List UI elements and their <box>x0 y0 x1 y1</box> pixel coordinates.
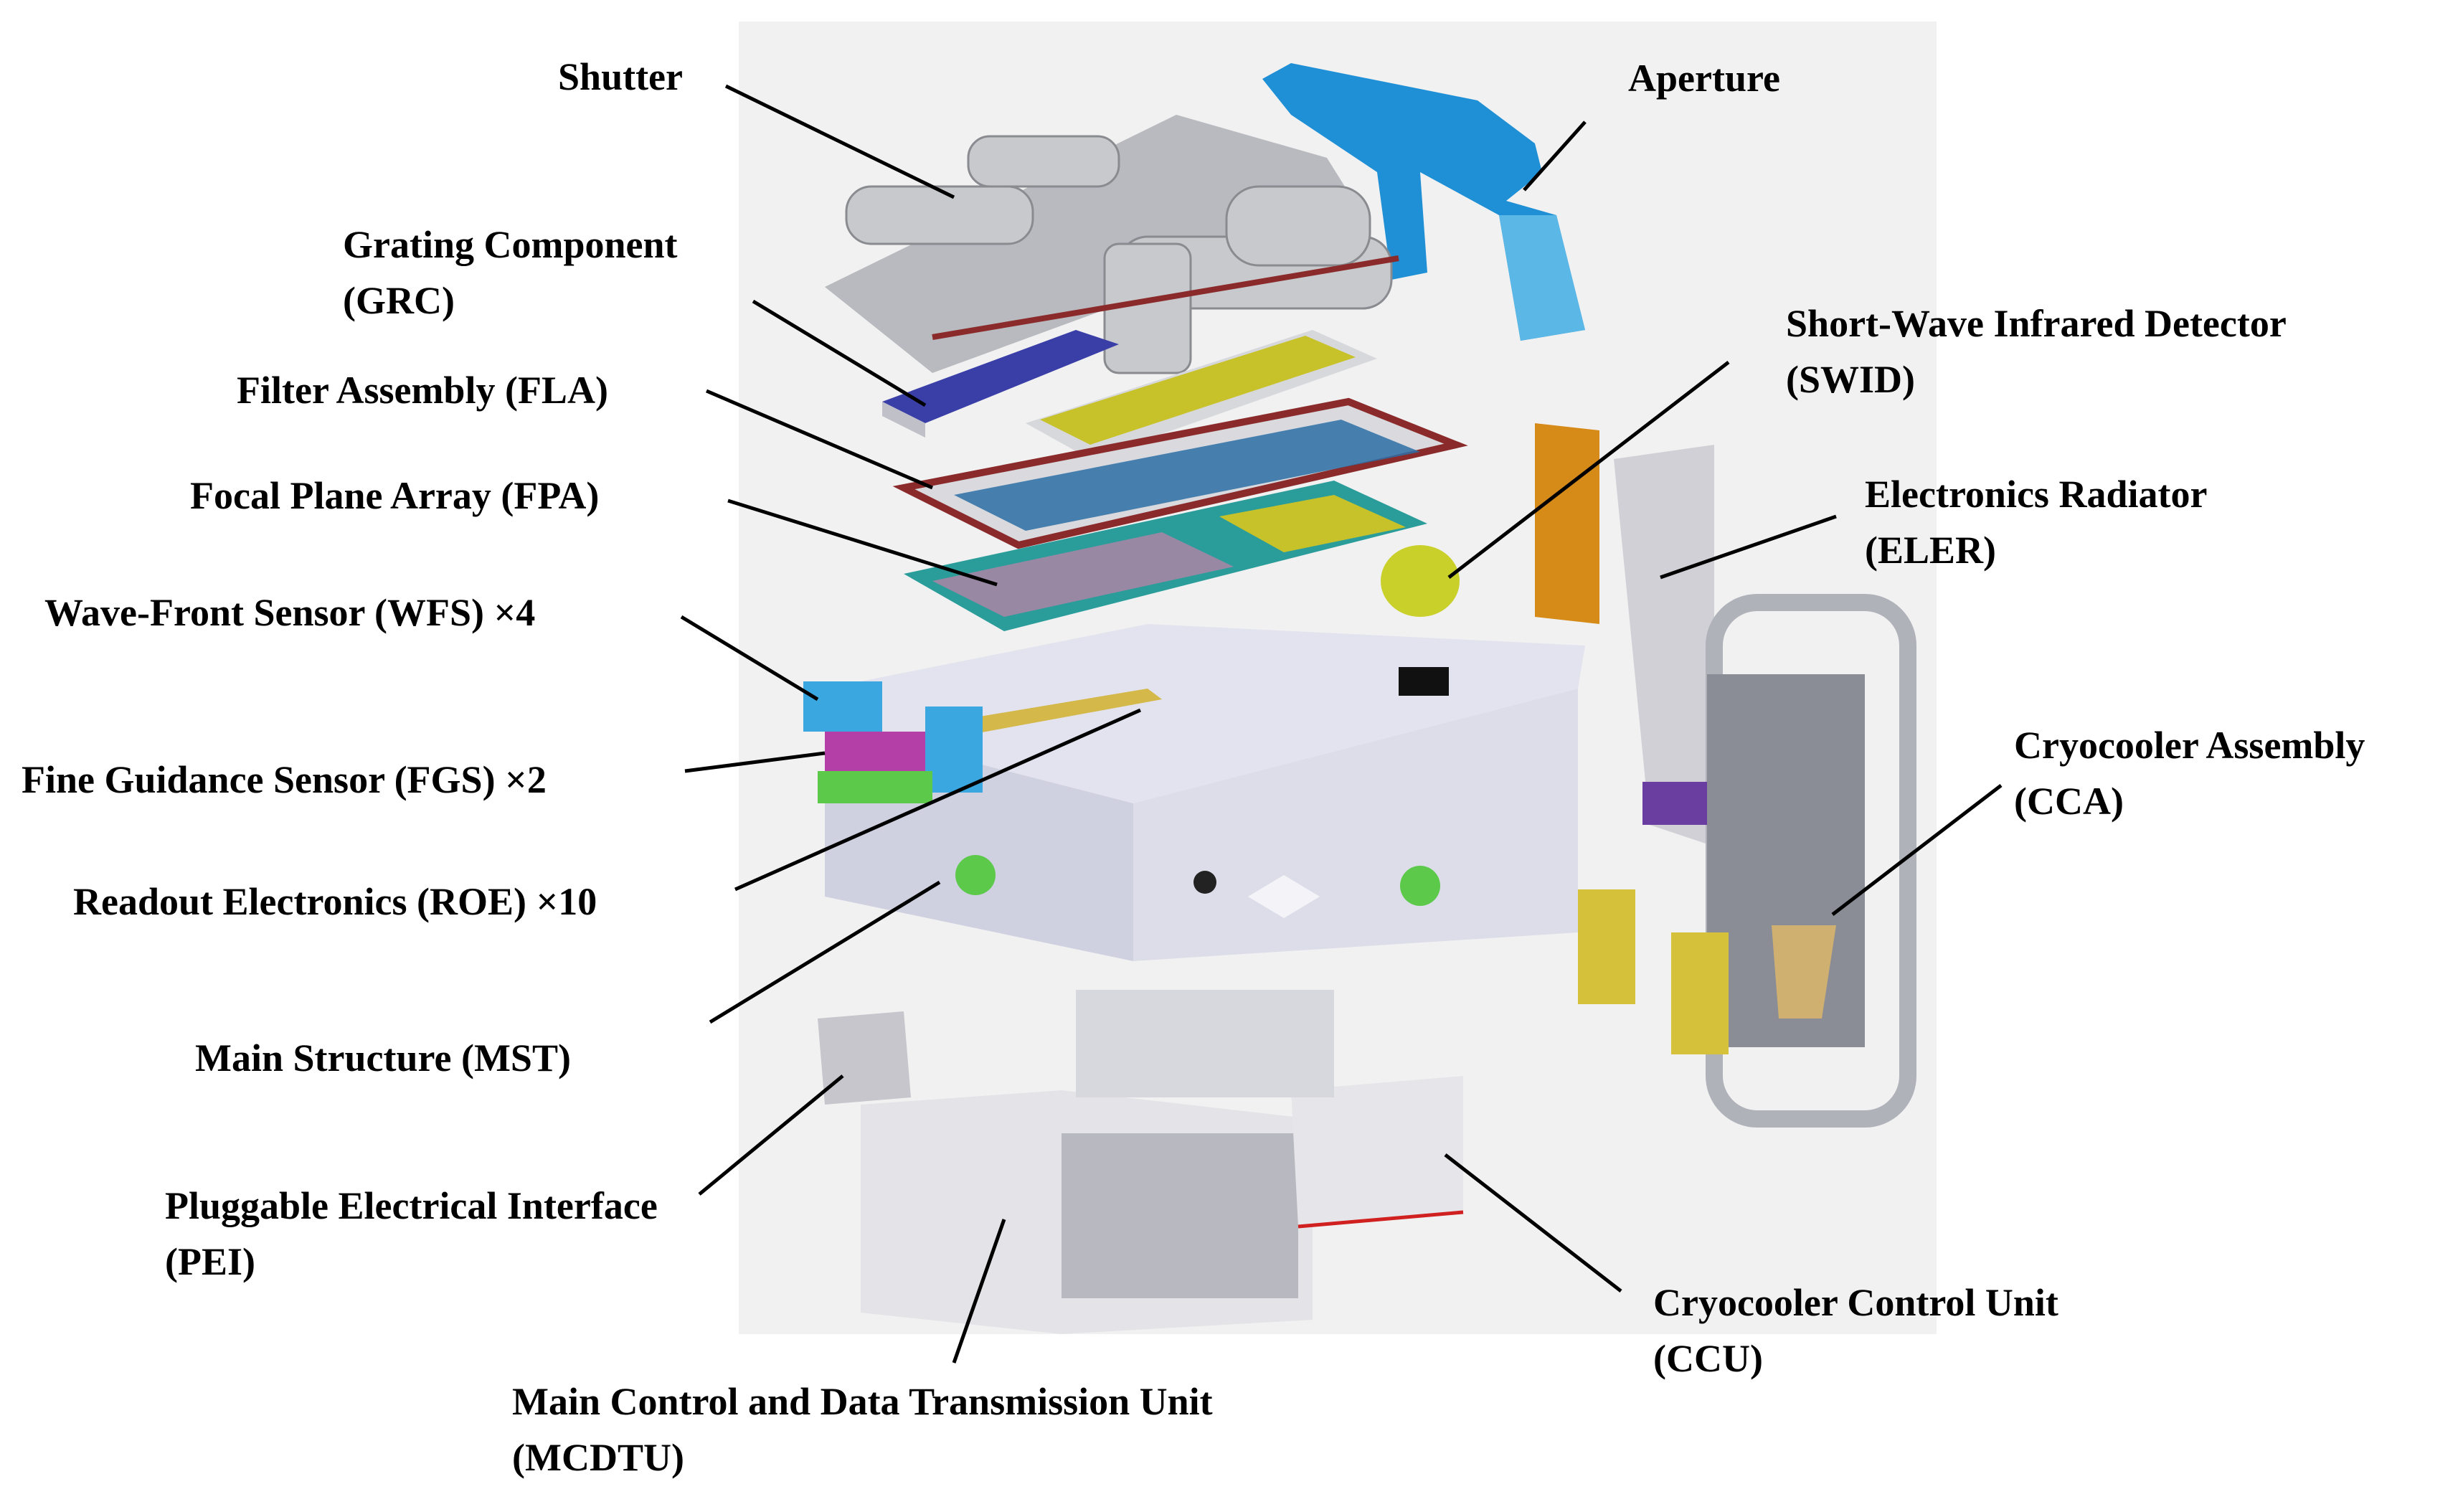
mst-hole <box>1193 871 1216 894</box>
leader-ccu <box>1444 1153 1622 1293</box>
label-fpa: Focal Plane Array (FPA) <box>190 468 599 524</box>
label-mcdtu-line1: Main Control and Data Transmission Unit <box>512 1380 1213 1423</box>
grating-side <box>882 402 925 438</box>
leader-aperture <box>1523 121 1587 192</box>
label-ccu-line2: (CCU) <box>1653 1337 1763 1380</box>
cca-gold <box>1772 925 1836 1019</box>
label-grating-line2: (GRC) <box>343 279 455 322</box>
leader-pei <box>698 1074 844 1196</box>
aperture-face <box>1499 215 1585 341</box>
leader-eler <box>1660 514 1837 580</box>
leader-grating <box>752 299 927 407</box>
leader-wfs <box>680 615 819 701</box>
label-grating-line1: Grating Component <box>343 223 678 266</box>
label-fgs-text: Fine Guidance Sensor (FGS) ×2 <box>22 758 547 801</box>
label-pei-line1: Pluggable Electrical Interface <box>165 1184 658 1227</box>
label-mst-text: Main Structure (MST) <box>195 1036 571 1079</box>
fgs-green <box>818 771 932 803</box>
ccu-part <box>1291 1076 1463 1227</box>
leader-filter <box>706 389 933 490</box>
shutter-rail <box>932 255 1399 340</box>
label-filter: Filter Assembly (FLA) <box>237 362 608 418</box>
label-aperture-text: Aperture <box>1628 57 1780 100</box>
shutter-mechanism <box>845 135 1393 374</box>
fpa-cells <box>932 532 1234 617</box>
filter-cells <box>1040 336 1356 445</box>
mst-green-ring-1 <box>955 855 996 895</box>
ccu-red-edge <box>1297 1210 1464 1229</box>
cable-bundle <box>1076 990 1334 1097</box>
label-swid-line2: (SWID) <box>1786 358 1916 401</box>
fpa-yellow <box>1219 495 1406 552</box>
leader-mst <box>709 880 941 1024</box>
label-swid: Short-Wave Infrared Detector (SWID) <box>1786 296 2287 407</box>
leader-mcdtu <box>952 1219 1006 1364</box>
label-wfs: Wave-Front Sensor (WFS) ×4 <box>44 585 535 641</box>
filter-grid <box>954 420 1420 531</box>
shutter-plate <box>825 115 1363 373</box>
label-eler-line2: (ELER) <box>1865 529 1997 572</box>
pei-part <box>818 1011 911 1105</box>
label-fgs: Fine Guidance Sensor (FGS) ×2 <box>22 752 547 808</box>
wfs-part-2 <box>925 707 983 793</box>
label-filter-text: Filter Assembly (FLA) <box>237 369 608 412</box>
aperture-part <box>1262 63 1585 341</box>
label-mst: Main Structure (MST) <box>195 1030 571 1086</box>
leader-cca <box>1831 784 2003 916</box>
label-ccu-line1: Cryocooler Control Unit <box>1653 1281 2058 1324</box>
label-grating: Grating Component (GRC) <box>343 217 678 329</box>
leader-shutter <box>724 84 955 199</box>
label-roe-text: Readout Electronics (ROE) ×10 <box>73 880 597 923</box>
label-cca-line1: Cryocooler Assembly <box>2014 724 2365 767</box>
leader-roe <box>734 708 1142 892</box>
label-swid-line1: Short-Wave Infrared Detector <box>1786 302 2287 345</box>
main-structure-front <box>1133 689 1578 961</box>
label-fpa-text: Focal Plane Array (FPA) <box>190 474 600 517</box>
cca-yellow-2 <box>1671 932 1729 1054</box>
label-eler-line1: Electronics Radiator <box>1865 473 2208 516</box>
leader-fgs <box>684 751 826 773</box>
label-ccu: Cryocooler Control Unit (CCU) <box>1653 1275 2058 1386</box>
label-cca: Cryocooler Assembly (CCA) <box>2014 717 2365 829</box>
cca-yellow-1 <box>1578 889 1635 1004</box>
cca-purple <box>1642 782 1707 825</box>
label-cca-line2: (CCA) <box>2014 780 2124 823</box>
leader-swid <box>1447 361 1730 579</box>
label-pei: Pluggable Electrical Interface (PEI) <box>165 1178 658 1290</box>
leader-fpa <box>727 499 998 587</box>
mst-slot <box>1399 667 1449 696</box>
label-wfs-text: Wave-Front Sensor (WFS) ×4 <box>44 591 536 634</box>
label-aperture: Aperture <box>1628 50 1780 106</box>
label-pei-line2: (PEI) <box>165 1240 255 1283</box>
wfs-part-1 <box>803 681 882 732</box>
mst-green-ring-2 <box>1400 866 1440 906</box>
label-eler: Electronics Radiator (ELER) <box>1865 466 2207 578</box>
label-shutter-text: Shutter <box>558 55 683 98</box>
grating-part <box>882 330 1119 423</box>
eler-panel <box>1614 445 1714 846</box>
main-structure-plate <box>1248 875 1320 918</box>
main-structure-top <box>825 624 1585 803</box>
swid-part <box>1381 545 1460 617</box>
label-shutter: Shutter <box>558 49 683 105</box>
roe-part <box>932 689 1162 739</box>
label-roe: Readout Electronics (ROE) ×10 <box>73 874 597 930</box>
label-mcdtu: Main Control and Data Transmission Unit … <box>512 1374 1213 1485</box>
label-mcdtu-line2: (MCDTU) <box>512 1436 684 1479</box>
mcdtu-connectors <box>1062 1133 1298 1298</box>
